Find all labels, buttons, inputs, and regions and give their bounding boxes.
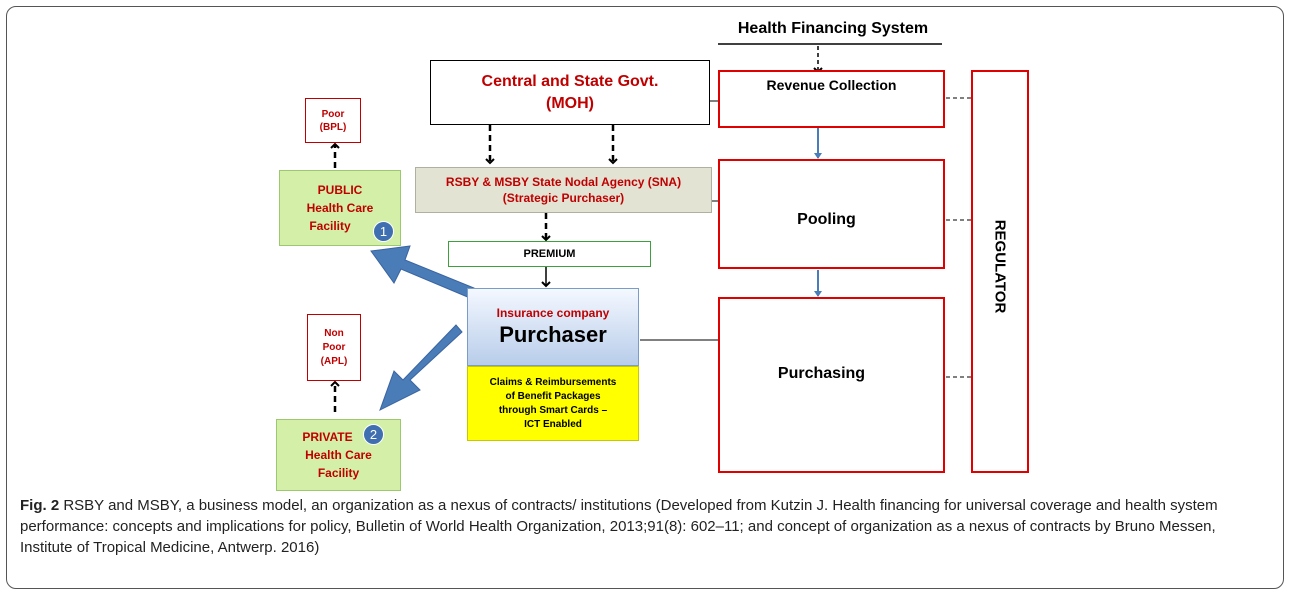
figure-frame — [6, 6, 1284, 589]
nonpoor-box: Non Poor (APL) — [307, 314, 361, 381]
claims-line3: through Smart Cards – — [498, 404, 608, 416]
public-line2: Health Care — [306, 201, 374, 215]
sna-line1: RSBY & MSBY State Nodal Agency (SNA) — [445, 175, 682, 189]
poor-line1: Poor — [321, 108, 345, 120]
figure-caption: Fig. 2 RSBY and MSBY, a business model, … — [20, 495, 1270, 558]
insurer-to-private-arrow — [379, 324, 463, 412]
purchasing-box: Purchasing — [718, 297, 945, 473]
private-line3: Facility — [317, 466, 360, 480]
claims-box: Claims & Reimbursements of Benefit Packa… — [467, 366, 639, 441]
private-badge: 2 — [363, 424, 384, 445]
govt-box: Central and State Govt. (MOH) — [430, 60, 710, 125]
govt-line2: (MOH) — [546, 94, 594, 112]
sna-box: RSBY & MSBY State Nodal Agency (SNA) (St… — [415, 167, 712, 213]
claims-line4: ICT Enabled — [524, 418, 582, 430]
regulator-box: REGULATOR — [971, 70, 1029, 473]
revenue-collection-box: Revenue Collection — [718, 70, 945, 128]
claims-line1: Claims & Reimbursements — [489, 376, 617, 388]
premium-box: PREMIUM — [448, 241, 651, 267]
regulator-label: REGULATOR — [991, 219, 1009, 314]
public-line1: PUBLIC — [317, 183, 363, 197]
private-facility-box: PRIVATE Health Care Facility 2 — [276, 419, 401, 491]
nonpoor-line3: (APL) — [320, 355, 348, 367]
premium-label: PREMIUM — [523, 248, 576, 260]
claims-line2: of Benefit Packages — [505, 390, 601, 402]
private-line2: Health Care — [305, 448, 372, 462]
purchasing-label: Purchasing — [777, 365, 866, 382]
public-badge: 1 — [373, 221, 394, 242]
caption-label: Fig. 2 — [20, 497, 60, 514]
insurer-small: Insurance company — [496, 306, 610, 320]
caption-text: RSBY and MSBY, a business model, an orga… — [20, 497, 1218, 556]
govt-line1: Central and State Govt. — [481, 72, 659, 90]
nonpoor-line1: Non — [324, 327, 344, 339]
insurer-box: Insurance company Purchaser — [467, 288, 639, 366]
poor-box: Poor (BPL) — [305, 98, 361, 143]
revenue-collection-label: Revenue Collection — [766, 77, 897, 93]
insurer-to-public-arrow — [370, 245, 475, 299]
insurer-big: Purchaser — [499, 322, 607, 347]
pooling-label: Pooling — [797, 211, 856, 228]
header-title: Health Financing System — [737, 20, 929, 37]
public-facility-box: PUBLIC Health Care Facility 1 — [279, 170, 401, 246]
private-line1: PRIVATE — [302, 430, 353, 444]
public-line3: Facility — [309, 219, 351, 233]
nonpoor-line2: Poor — [322, 341, 346, 353]
pooling-box: Pooling — [718, 159, 945, 269]
sna-line2: (Strategic Purchaser) — [502, 191, 625, 205]
poor-line2: (BPL) — [319, 121, 347, 133]
